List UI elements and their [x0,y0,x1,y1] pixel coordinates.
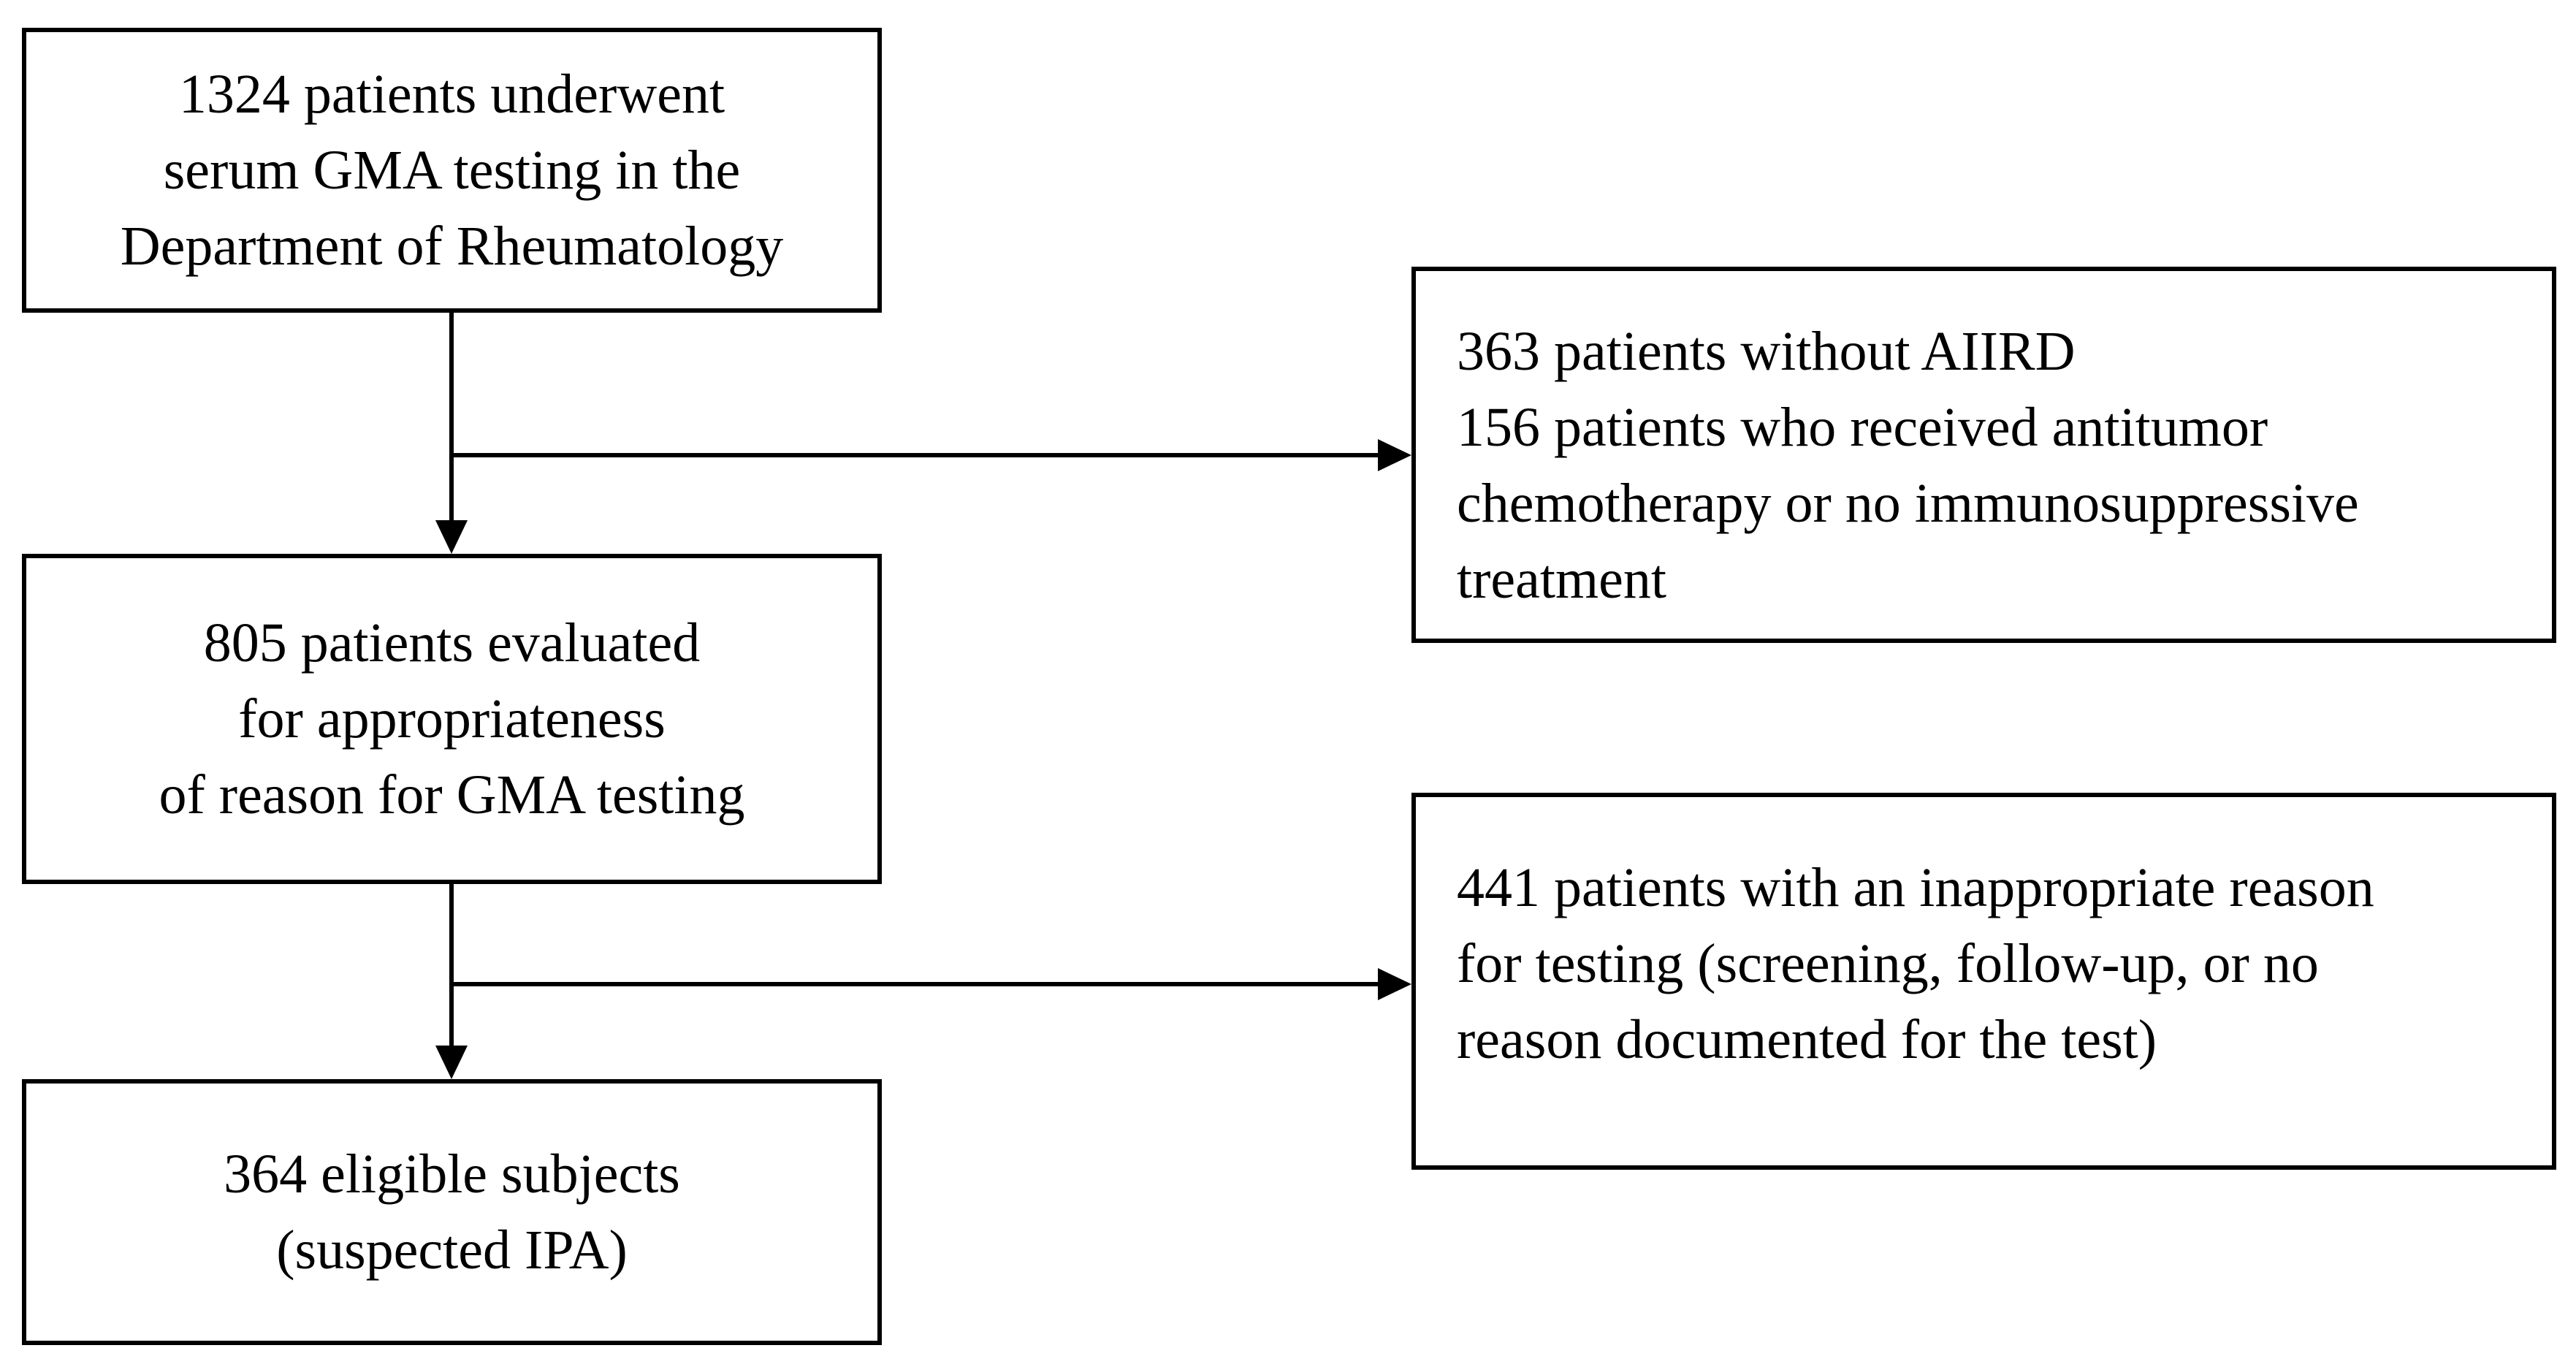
box-excluded-second-line-1: 441 patients with an inappropriate reaso… [1457,857,2374,918]
box-evaluated-line-1: 805 patients evaluated [203,612,701,674]
arrowhead-right-excluded-second [1378,968,1411,1000]
arrowhead-right-excluded-first [1378,439,1411,471]
box-total-patients: 1324 patients underwent serum GMA testin… [22,28,882,313]
box-eligible-line-2: (suspected IPA) [276,1219,628,1281]
box-total-line-1: 1324 patients underwent [178,64,725,125]
box-excluded-first: 363 patients without AIIRD 156 patients … [1411,267,2556,643]
box-excluded-first-line-1: 363 patients without AIIRD [1457,321,2076,382]
box-eligible-subjects: 364 eligible subjects (suspected IPA) [22,1079,882,1345]
box-eligible-line-1: 364 eligible subjects [224,1143,680,1205]
box-excluded-second-line-2: for testing (screening, follow-up, or no [1457,933,2319,994]
arrowhead-down-eligible [435,1046,468,1079]
box-total-line-2: serum GMA testing in the [163,140,741,201]
box-excluded-first-line-2: 156 patients who received antitumor [1457,397,2268,458]
box-excluded-first-line-4: treatment [1457,549,1666,610]
box-evaluated-line-2: for appropriateness [238,688,666,750]
box-excluded-second: 441 patients with an inappropriate reaso… [1411,793,2556,1170]
box-excluded-second-line-3: reason documented for the test) [1457,1009,2157,1070]
box-excluded-first-line-3: chemotherapy or no immunosuppressive [1457,473,2359,534]
box-evaluated-patients: 805 patients evaluated for appropriatene… [22,554,882,884]
box-total-line-3: Department of Rheumatology [120,216,784,277]
arrowhead-down-evaluated [435,520,468,554]
box-evaluated-line-3: of reason for GMA testing [159,764,745,826]
